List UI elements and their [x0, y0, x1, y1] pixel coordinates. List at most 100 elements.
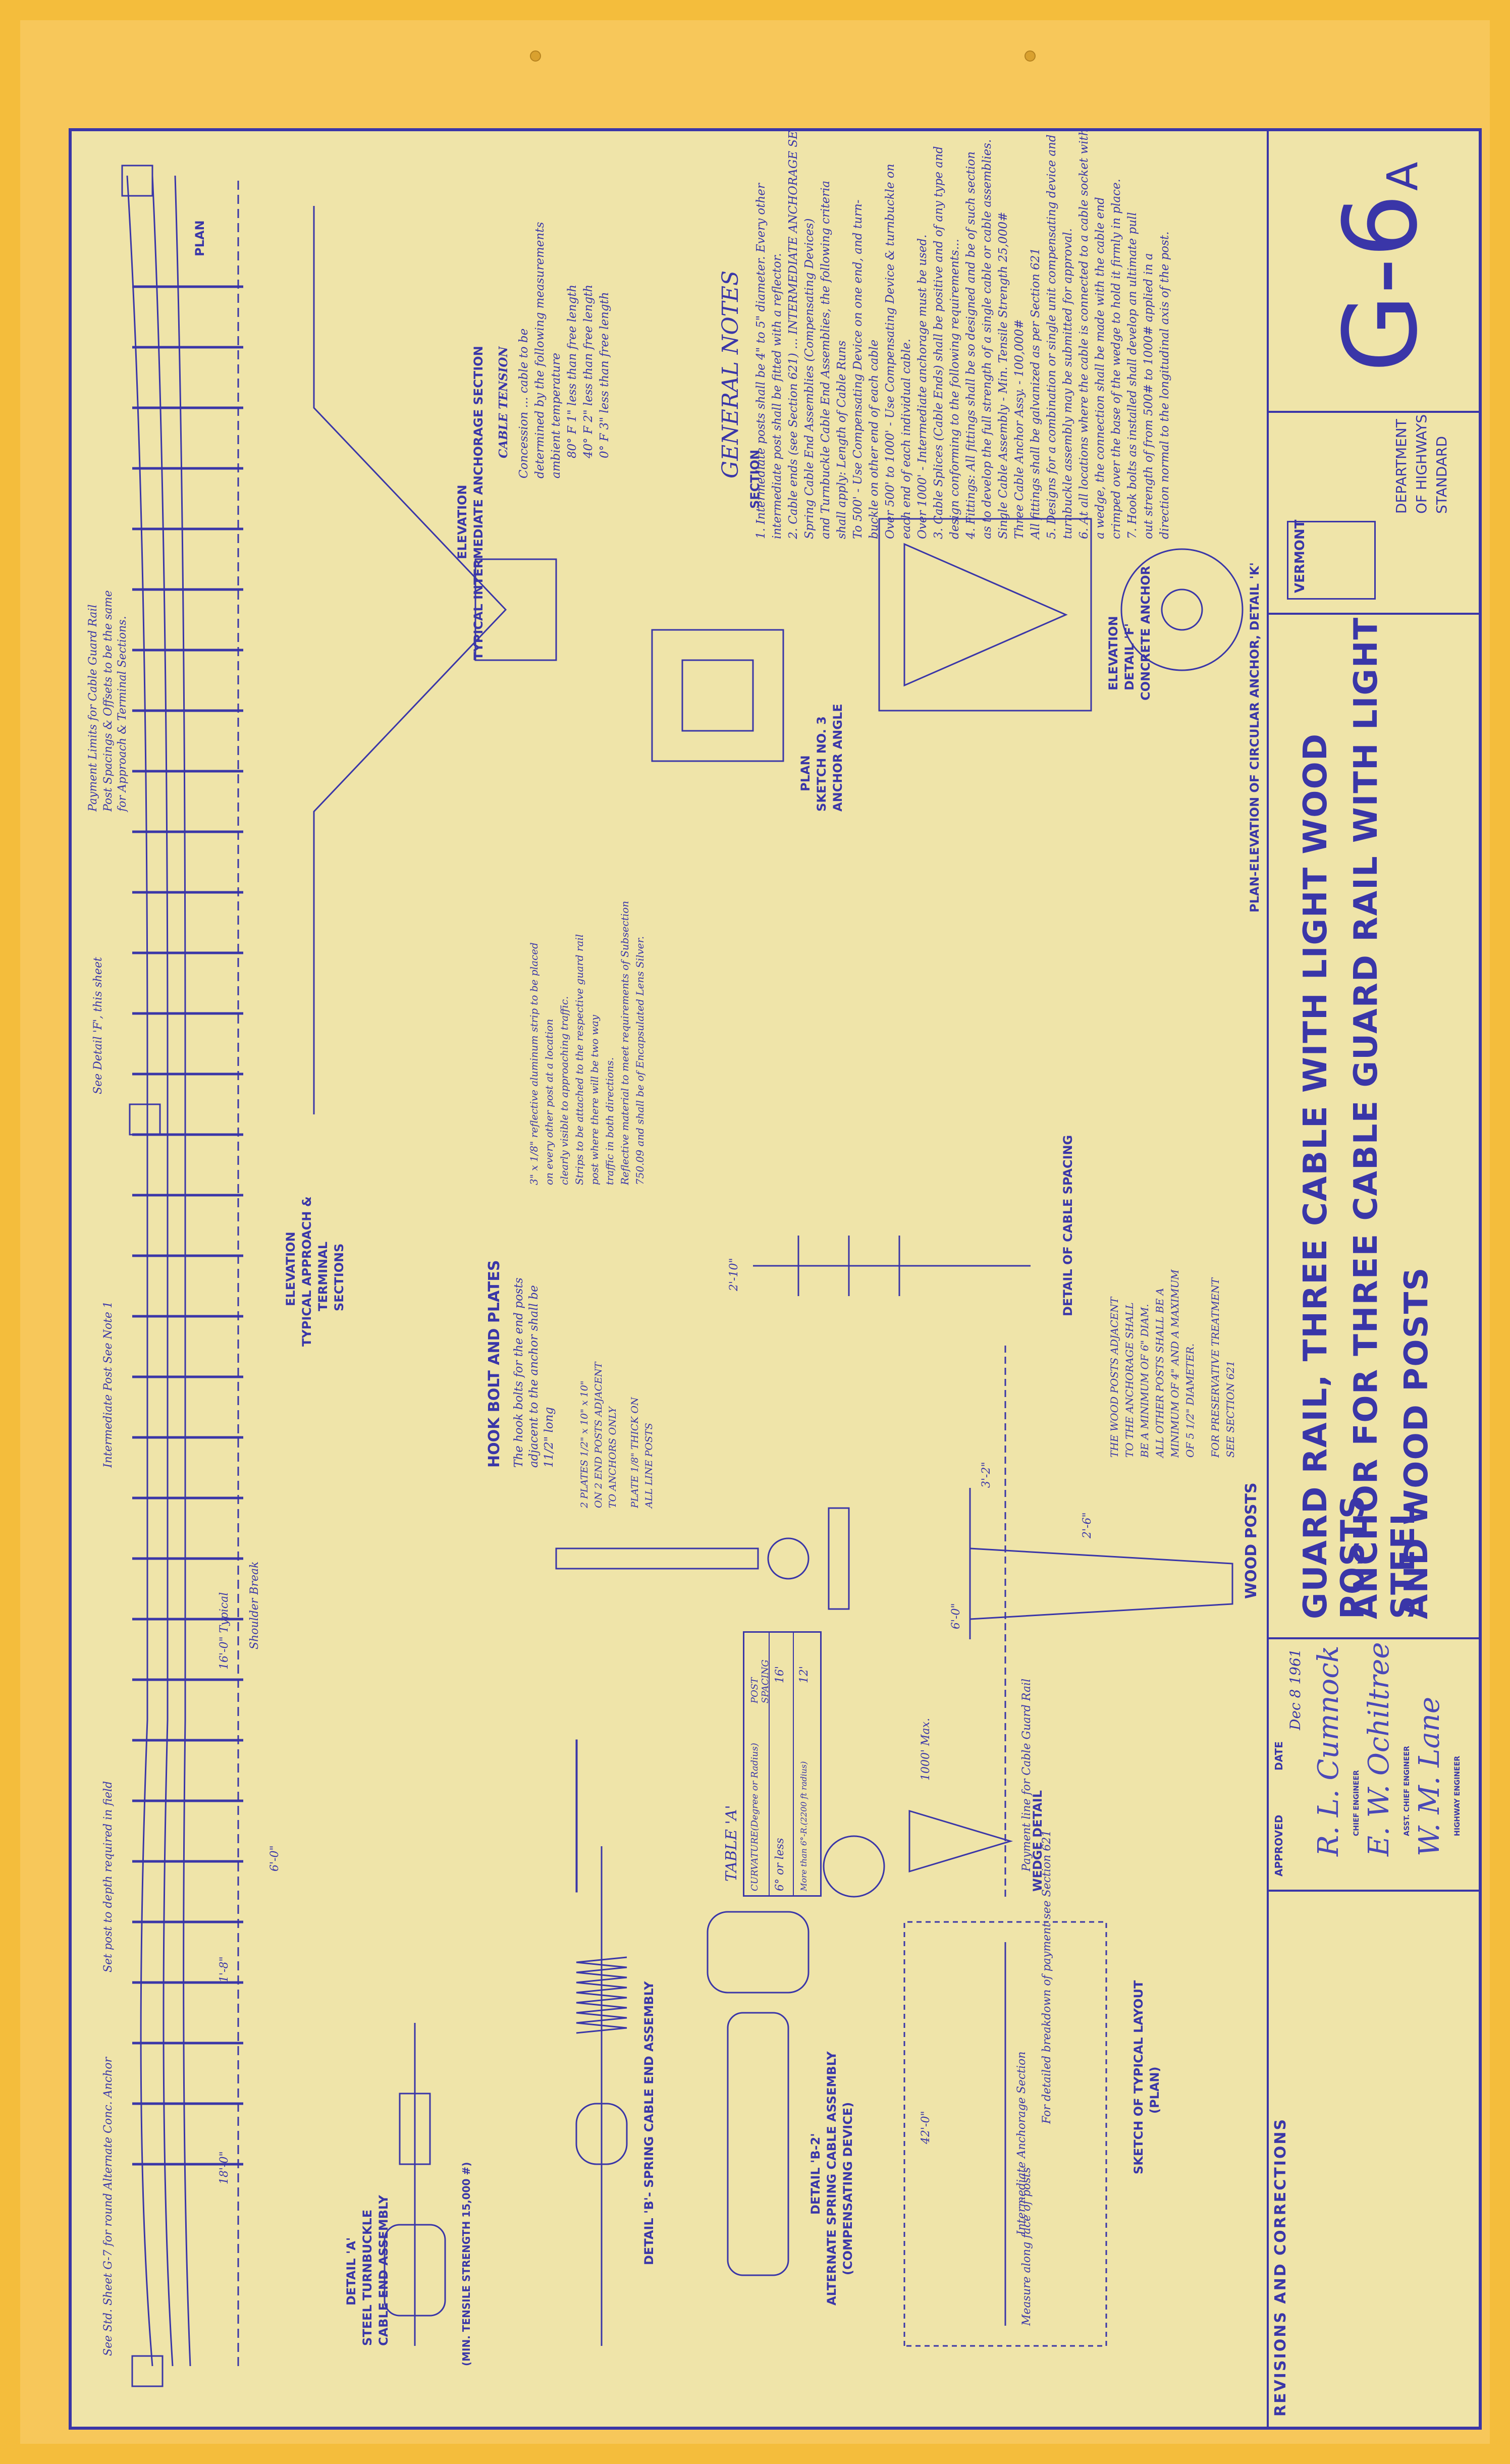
table-cell: 6° or less	[774, 1838, 786, 1891]
concrete-anchor-label-1: ELEVATION	[1106, 616, 1120, 690]
callout-payment-breakdown: For detailed breakdown of payment see Se…	[1041, 1830, 1053, 2124]
callout-payment-limits: Payment Limits for Cable Guard Rail	[87, 604, 99, 812]
wood-posts-text-6: OF 5 1/2" DIAMETER.	[1184, 1343, 1196, 1458]
typical-approach-label-3: TERMINAL	[316, 1241, 330, 1311]
table-row: CURVATURE(Degree or Radius) POST SPACING	[744, 1633, 771, 1895]
general-note: 1. Intermediate posts shall be 4" to 5" …	[754, 183, 768, 539]
table-cell: More than 6°-R.(2200 ft radius)	[799, 1761, 808, 1891]
punch-hole	[1024, 50, 1036, 62]
plan-label: PLAN	[193, 220, 207, 256]
wood-posts-text-8: SEE SECTION 621	[1224, 1360, 1236, 1458]
vermont-logo: VERMONT	[1287, 520, 1376, 600]
drawing-linework	[121, 165, 1244, 2387]
sheet-suffix: A	[1378, 162, 1427, 191]
detail-b2-label-1: DETAIL 'B-2'	[808, 2133, 823, 2215]
concrete-anchor-label-3: CONCRETE ANCHOR	[1139, 566, 1153, 701]
cable-bottom	[174, 175, 191, 2367]
table-row: 6° or less 16'	[769, 1633, 794, 1895]
table-header-spacing: POST SPACING	[749, 1659, 771, 1703]
detail-a-label-4: (MIN. TENSILE STRENGTH 15,000 #)	[460, 2162, 472, 2366]
typical-approach-label-4: SECTIONS	[332, 1243, 346, 1311]
dim-approach-3: 16'-0" Typical	[218, 1592, 231, 1670]
sketch3-label-3: ANCHOR ANGLE	[831, 704, 845, 812]
general-note: 7. Hook bolts as installed shall develop…	[1126, 212, 1139, 539]
table-cell: 16'	[774, 1666, 786, 1683]
general-note: Over 1000' - Intermediate anchorage must…	[916, 234, 929, 539]
callout-post-spacings: Post Spacings & Offsets to be the same	[102, 590, 115, 812]
general-note: 5. Designs for a combination or single u…	[1045, 134, 1058, 539]
general-note: crimped over the base of the wedge to ho…	[1110, 179, 1123, 539]
reflector-text-4: Strips to be attached to the respective …	[573, 934, 585, 1185]
wood-posts-text-4: ALL OTHER POSTS SHALL BE A	[1154, 1288, 1166, 1458]
dim-anchorage-2: 1000' Max.	[920, 1718, 932, 1781]
intermediate-anchorage-label-1: ELEVATION	[455, 485, 469, 559]
hook-bolt-text-3: 11/2" long	[543, 1407, 556, 1468]
concrete-anchor-label-2: DETAIL 'F'	[1122, 623, 1137, 690]
sketch3-label-2: SKETCH NO. 3	[815, 716, 829, 812]
cable-top	[126, 175, 153, 2367]
general-note: 4. Fittings: All fittings shall be so de…	[964, 151, 978, 539]
general-note: design conforming to the following requi…	[948, 239, 961, 539]
sketch-layout-label-1: SKETCH OF TYPICAL LAYOUT	[1131, 1980, 1146, 2174]
role-highway: HIGHWAY ENGINEER	[1453, 1755, 1462, 1836]
revisions-cell: REVISIONS AND CORRECTIONS	[1267, 1890, 1479, 2427]
general-note: intermediate post shall be fitted with a…	[771, 253, 784, 539]
title-line-3: AND WOOD POSTS	[1398, 1266, 1435, 1619]
wood-posts-text-2: TO THE ANCHORAGE SHALL	[1123, 1302, 1136, 1458]
table-row: More than 6°-R.(2200 ft radius) 12'	[793, 1633, 818, 1895]
dim-anchorage-1: 42'-0"	[920, 2111, 932, 2144]
detail-a-label-2: STEEL TURNBUCKLE	[360, 2209, 374, 2346]
date-value: Dec 8 1961	[1287, 1648, 1304, 1730]
cable-spacing-label: DETAIL OF CABLE SPACING	[1061, 1135, 1075, 1316]
detail-b-label: DETAIL 'B'- SPRING CABLE END ASSEMBLY	[642, 1981, 656, 2265]
reflector-text-1: 3" x 1/8" reflective aluminum strip to b…	[528, 942, 540, 1185]
callout-payment-line: Payment line for Cable Guard Rail	[1020, 1678, 1033, 1871]
table-header-curvature: CURVATURE(Degree or Radius)	[749, 1743, 760, 1891]
reflector-text-3: clearly visible to approaching traffic.	[558, 996, 570, 1185]
department-line-1: DEPARTMENT	[1393, 419, 1410, 514]
sketch3-label-1: PLAN	[798, 755, 813, 791]
wood-posts-text-5: MINIMUM OF 4" AND A MAXIMUM	[1169, 1269, 1181, 1458]
general-note: each end of each individual cable.	[900, 339, 913, 539]
dim-post-2: 3'-2"	[980, 1462, 993, 1488]
wood-posts-label: WOOD POSTS	[1243, 1482, 1260, 1599]
typical-approach-label-1: ELEVATION	[284, 1231, 298, 1306]
dim-approach-4: 6'-0"	[268, 1845, 281, 1871]
cable-mid	[151, 175, 174, 2367]
general-note: direction normal to the longitudinal axi…	[1158, 231, 1171, 539]
hook-bolt-text-8: ALL LINE POSTS	[643, 1423, 655, 1508]
punch-hole	[530, 50, 541, 62]
general-note: 3. Cable Splices (Cable Ends) shall be p…	[932, 146, 945, 540]
signature-chief: R. L. Cumnock	[1312, 1645, 1345, 1856]
wood-posts-text-7: FOR PRESERVATIVE TREATMENT	[1209, 1277, 1221, 1458]
callout-std-sheet: See Std. Sheet G-7 for round Alternate C…	[102, 2057, 115, 2356]
department-line-3: STANDARD	[1433, 436, 1450, 514]
callout-shoulder-break: Shoulder Break	[248, 1561, 261, 1649]
cable-tension-line: Concession ... cable to be	[517, 328, 530, 478]
reflector-text-8: 750.09 and shall be of Encapsulated Lens…	[634, 936, 646, 1185]
general-note: Over 500' to 1000' - Use Compensating De…	[884, 164, 897, 539]
role-asst: ASST. CHIEF ENGINEER	[1403, 1746, 1411, 1836]
table-cell: 12'	[798, 1666, 811, 1683]
sheet-number-cell: G-6 A	[1267, 131, 1479, 413]
signature-highway: W. M. Lane	[1413, 1696, 1446, 1856]
general-note: as to develop the full strength of a sin…	[981, 139, 994, 539]
approved-label: APPROVED	[1273, 1814, 1285, 1877]
wood-posts-text-3: BE A MINIMUM OF 6" DIAM.	[1139, 1304, 1151, 1458]
title-cell: GUARD RAIL, THREE CABLE WITH LIGHT WOOD …	[1267, 613, 1479, 1639]
date-label: DATE	[1273, 1741, 1285, 1771]
callout-set-post: Set post to depth required in field	[102, 1781, 115, 1972]
callout-intermediate-post: Intermediate Post See Note 1	[102, 1301, 115, 1468]
drawing-paper: REVISIONS AND CORRECTIONS APPROVED DATE …	[69, 128, 1482, 2430]
cable-tension-line: 0° F 3" less than free length	[598, 292, 611, 458]
general-note: 2. Cable ends (see Section 621) ... INTE…	[787, 128, 800, 539]
cable-tension-line: 40° F 2" less than free length	[582, 284, 595, 458]
general-note: turnbuckle assembly may be submitted for…	[1061, 228, 1074, 539]
dim-post-1: 6'-0"	[950, 1603, 962, 1629]
signature-asst: E. W. Ochiltree	[1363, 1642, 1395, 1856]
cable-tension-title: CABLE TENSION	[497, 346, 510, 458]
dim-post-3: 2'-10"	[728, 1258, 740, 1291]
general-note: and Turnbuckle Cable End Assemblies, the…	[819, 180, 832, 539]
reflector-text-7: Reflective material to meet requirements…	[619, 900, 631, 1185]
blueprint-sheet: REVISIONS AND CORRECTIONS APPROVED DATE …	[20, 20, 1490, 2444]
